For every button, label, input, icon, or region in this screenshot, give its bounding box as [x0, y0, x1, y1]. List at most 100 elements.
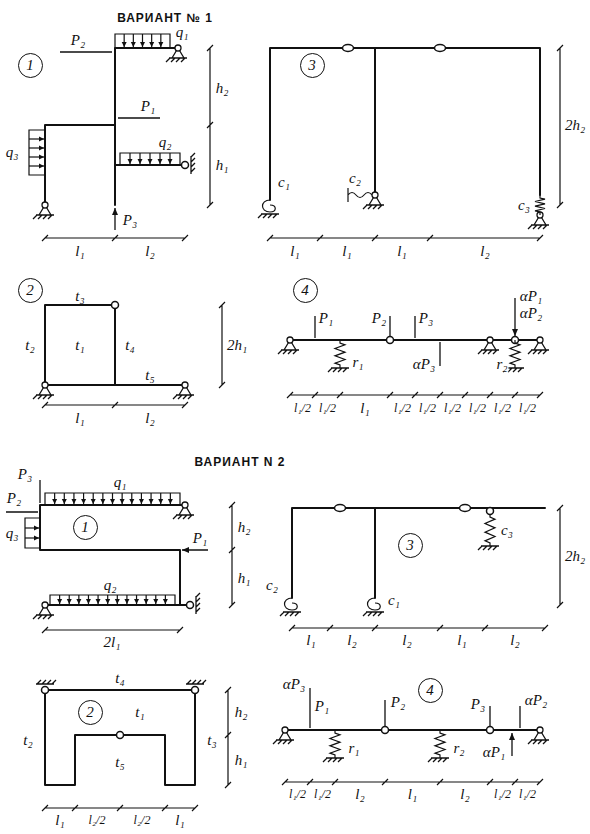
- load-label: t₁: [134, 705, 145, 720]
- figure-number: 2: [86, 705, 94, 720]
- stroke: [131, 493, 132, 504]
- stroke: [59, 595, 60, 604]
- stroke: [45, 493, 180, 505]
- stroke: [169, 153, 170, 164]
- stroke: [150, 493, 151, 504]
- load-label: t₂: [22, 733, 33, 748]
- load-label: c₁: [277, 175, 291, 190]
- stroke: [335, 340, 345, 368]
- dimension-label: l₁/2: [518, 788, 537, 800]
- stroke: [330, 730, 340, 758]
- stroke: [149, 153, 150, 164]
- stroke: [25, 537, 39, 538]
- load-label: c₂: [265, 578, 279, 593]
- stroke: [225, 687, 231, 788]
- dimension-label: l₁/2: [443, 402, 462, 414]
- load-label: l₁: [289, 244, 300, 259]
- stroke: [83, 493, 84, 504]
- dimension-label: l₂/2: [88, 814, 107, 826]
- load-label: αP₂: [524, 693, 548, 708]
- stroke: [485, 514, 495, 546]
- load-label: t₃: [206, 733, 217, 748]
- load-label: P₃: [418, 311, 434, 326]
- load-label: P₂: [371, 311, 387, 326]
- load-label: αP₃: [412, 357, 436, 372]
- load-label: c₃: [500, 523, 514, 538]
- stroke: [42, 235, 188, 241]
- load-label: l₁: [396, 244, 407, 259]
- stroke: [93, 493, 94, 504]
- load-label: h₂: [215, 81, 230, 96]
- figure-number: 3: [406, 538, 414, 553]
- figure-number-circle: 3: [300, 53, 325, 78]
- load-label: r₂: [495, 357, 508, 372]
- load-label: q₂: [103, 578, 118, 593]
- stroke: [122, 493, 123, 504]
- stroke: [267, 235, 543, 241]
- load-label: t₅: [144, 368, 155, 383]
- load-label: q₃: [5, 526, 20, 541]
- load-label: αP₂: [519, 306, 543, 321]
- load-label: t₃: [74, 289, 85, 304]
- load-label: q₃: [5, 145, 20, 160]
- load-label: r₁: [347, 741, 360, 756]
- stroke: [136, 595, 137, 604]
- figure-number-circle: 1: [18, 53, 43, 78]
- load-label: q₁: [113, 475, 128, 490]
- stroke: [115, 34, 170, 48]
- stroke: [29, 156, 44, 157]
- stroke: [151, 34, 152, 47]
- load-label: P₃: [122, 213, 138, 228]
- load-label: l₂: [479, 244, 490, 259]
- stroke: [112, 493, 113, 504]
- stroke: [160, 34, 161, 47]
- load-label: q₂: [158, 135, 173, 150]
- stroke: [29, 147, 44, 148]
- load-label: t₅: [114, 755, 125, 770]
- load-label: l₁: [74, 244, 85, 259]
- load-label: l₂: [144, 244, 155, 259]
- load-label: αP₁: [519, 289, 543, 304]
- stroke: [42, 805, 198, 811]
- load-label: 2l₁: [103, 635, 122, 650]
- load-label: P₁: [140, 99, 156, 114]
- stroke: [42, 402, 188, 408]
- dimension-label: l₁/2: [493, 402, 512, 414]
- dimension-label: l₁/2: [293, 402, 312, 414]
- stroke: [165, 595, 166, 604]
- figure-number: 4: [426, 683, 434, 698]
- stroke: [107, 595, 108, 604]
- stroke: [287, 392, 543, 398]
- stroke: [435, 730, 445, 758]
- figure-number-circle: 1: [73, 515, 98, 540]
- load-label: P₁: [318, 311, 334, 326]
- variant-heading: ВАРИАНТ № 1: [116, 12, 214, 24]
- variant-heading: ВАРИАНТ N 2: [193, 456, 286, 468]
- figure-number-circle: 2: [18, 278, 43, 303]
- stroke: [126, 595, 127, 604]
- load-label: r₂: [452, 741, 465, 756]
- load-label: 2h₂: [564, 118, 586, 133]
- figure-number: 1: [81, 520, 89, 535]
- load-label: c₂: [348, 171, 362, 186]
- stroke: [29, 165, 44, 166]
- stroke: [133, 34, 134, 47]
- stroke: [219, 302, 225, 388]
- stroke: [160, 493, 161, 504]
- stroke: [73, 493, 74, 504]
- load-label: l₂: [509, 633, 520, 648]
- load-label: l₁: [341, 244, 352, 259]
- load-label: h₁: [234, 753, 249, 768]
- stroke: [102, 493, 103, 504]
- stroke: [139, 153, 140, 164]
- load-label: t₄: [124, 338, 135, 353]
- stroke: [64, 493, 65, 504]
- load-label: 2h₁: [226, 338, 248, 353]
- stroke: [29, 138, 44, 139]
- load-label: t₁: [74, 338, 85, 353]
- load-label: P₂: [6, 491, 22, 506]
- stroke: [117, 595, 118, 604]
- stroke: [120, 153, 180, 165]
- load-label: l₂: [346, 633, 357, 648]
- load-label: P₃: [17, 467, 33, 482]
